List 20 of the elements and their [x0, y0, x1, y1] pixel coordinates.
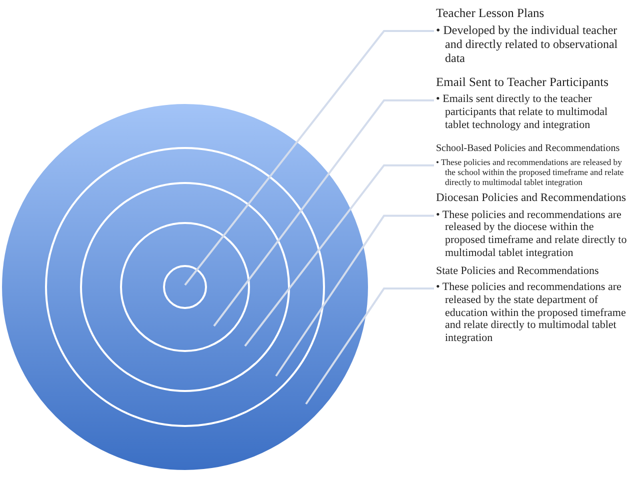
leader-line — [213, 99, 434, 327]
ring-circle — [45, 147, 325, 427]
leader-line — [244, 164, 434, 347]
leader-line — [305, 287, 434, 405]
heading-text: Teacher Lesson Plans — [436, 6, 546, 21]
leader-line — [275, 214, 434, 377]
leader-line — [184, 30, 434, 286]
heading-text: Email Sent to Teacher Participants — [436, 75, 610, 90]
ring-circle — [120, 222, 250, 352]
heading-text: Diocesan Policies and Recommendations — [436, 192, 628, 206]
bullet-text: • Emails sent directly to the teacher participants that relate to multimodal tablet technology and integration — [436, 93, 609, 132]
bullet-text: • These policies and recommendations are released by the school within the proposed timeframe and relate directly to multimodal tablet integration — [436, 158, 625, 188]
bullet-text: • These policies and recommendations are released by the state department of education within the proposed timeframe and relate directly to multimodal tablet integration — [436, 281, 627, 345]
ring-circle — [0, 102, 370, 472]
heading-text: State Policies and Recommendations — [436, 265, 600, 278]
bullet-text: • These policies and recommendations are released by the diocese within the proposed timeframe and relate directly to multimodal tablet integration — [436, 208, 628, 260]
ring-circle — [163, 265, 207, 309]
ring-circle — [80, 182, 290, 392]
heading-text: School-Based Policies and Recommendations — [436, 143, 621, 156]
bullet-text: • Developed by the individual teacher and directly related to observational data — [436, 24, 619, 66]
